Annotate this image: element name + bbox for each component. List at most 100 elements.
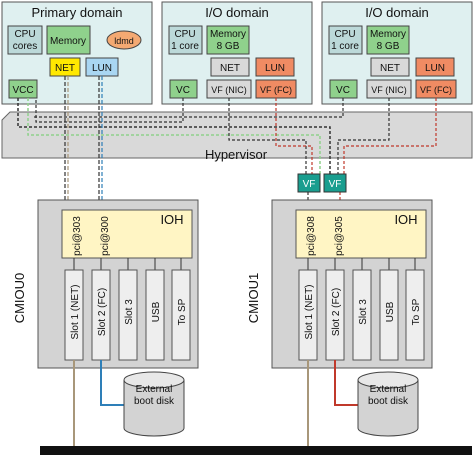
io1-net-label: NET [220,63,240,74]
io2-memory-label-1: Memory [370,29,406,40]
cmiou1-label: CMIOU1 [246,273,261,324]
primary-cpu-label-2: cores [13,41,37,52]
hypervisor: Hypervisor [1,111,473,162]
cmiou0-slot-usb-label: USB [151,301,162,322]
cmiou0-slot-3 [118,269,138,361]
io1-vffc-link [275,98,313,174]
links [17,76,437,210]
io2-vfnic-link [337,98,390,174]
primary-memory-label: Memory [50,36,86,47]
io2-vf-fc-label: VF (FC) [420,85,452,95]
disk0-body [123,380,185,437]
io2-cpu-label-2: 1 core [331,41,359,52]
io2-vf-nic-label: VF (NIC) [371,85,407,95]
cmiou0-ioh-box [61,209,193,259]
disk0-label-1: External [136,384,173,395]
io2-net-label: NET [380,63,400,74]
io-domain-1-title: I/O domain [205,5,269,20]
bottom-cables [73,360,358,446]
primary-vcc-label: VCC [12,85,33,96]
io2-vc-link [33,98,344,118]
cmiou1-slot-usb-label: USB [385,301,396,322]
primary-domain: Primary domain CPU cores Memory ldmd NET… [1,1,153,105]
ldmd-oval [106,30,142,50]
io2-memory-label-2: 8 GB [377,41,400,52]
vf-left-label: VF [303,179,316,190]
disk0-label-2: boot disk [134,396,175,407]
io1-net-box [210,57,250,77]
hypervisor-label: Hypervisor [205,147,268,162]
io1-memory-label-2: 8 GB [217,41,240,52]
vcc-link [17,98,331,174]
disk1-label-2: boot disk [368,396,409,407]
io1-vf-nic-label: VF (NIC) [211,85,247,95]
cmiou1-pci-a: pci@308 [306,216,317,256]
io1-cpu-label-1: CPU [174,29,195,40]
io-domain-1: I/O domain CPU 1 core Memory 8 GB NET LU… [161,1,313,105]
io1-memory-box [206,25,250,55]
primary-net-label: NET [55,63,75,74]
disk1-label-1: External [370,384,407,395]
vf-right-label: VF [329,179,342,190]
cmiou0-slot-sp [171,269,191,361]
cmiou0-slot-3-label: Slot 3 [124,299,135,325]
primary-memory-box [46,25,91,55]
vcc-link-2 [27,98,321,174]
external-boot-disk-0: External boot disk [123,371,185,437]
disk1-body [357,380,419,437]
cmiou1-ioh-label: IOH [394,212,417,227]
io1-vf-fc-label: VF (FC) [260,85,292,95]
io2-lun-box [415,57,455,77]
cmiou0-ioh-label: IOH [160,212,183,227]
network-bar [40,446,472,455]
io2-net-box [370,57,410,77]
cmiou1-slot-1-label: Slot 1 (NET) [304,284,315,339]
primary-cpu-box [7,25,43,55]
cmiou0: CMIOU0 IOH pci@303 pci@300 Slot 1 (NET) … [12,199,199,369]
vf-boxes: VF VF [297,173,347,193]
ldmd-label: ldmd [114,36,134,46]
io-domain-2-title: I/O domain [365,5,429,20]
io1-lun-box [255,57,295,77]
cmiou0-slot-sp-label: To SP [177,298,188,325]
cmiou0-slot-2-label: Slot 2 (FC) [97,288,108,336]
io1-lun-label: LUN [265,63,285,74]
cmiou0-pci-b: pci@300 [100,216,111,256]
vf-right-box [323,173,347,193]
disk1-top [357,371,419,389]
cmiou1-pci-b: pci@305 [334,216,345,256]
io1-memory-label-1: Memory [210,29,246,40]
io2-cpu-label-1: CPU [334,29,355,40]
external-boot-disk-1: External boot disk [357,371,419,437]
vf-left-box [297,173,321,193]
cmiou1-slot-sp [405,269,425,361]
cmiou1-slot-3 [352,269,372,361]
cmiou1-slot-3-label: Slot 3 [358,299,369,325]
io2-cpu-box [328,25,363,55]
cmiou0-pci-a: pci@303 [72,216,83,256]
primary-vcc-box [8,79,38,99]
io-domain-2: I/O domain CPU 1 core Memory 8 GB NET LU… [321,1,473,105]
cmiou0-label: CMIOU0 [12,273,27,324]
io2-lun-label: LUN [425,63,445,74]
disk0-top [123,371,185,389]
cmiou1-slot-sp-label: To SP [411,298,422,325]
cmiou1-slot-2-label: Slot 2 (FC) [331,288,342,336]
primary-lun-label: LUN [92,63,112,74]
cmiou1-fc-cable [334,360,358,406]
io1-cpu-label-2: 1 core [171,41,199,52]
io1-cpu-box [168,25,203,55]
io1-vc-label: VC [176,85,190,96]
cmiou0-slot-1-label: Slot 1 (NET) [70,284,81,339]
primary-domain-title: Primary domain [31,5,122,20]
cmiou1: CMIOU1 IOH pci@308 pci@305 Slot 1 (NET) … [246,199,433,369]
cmiou1-ioh-box [295,209,427,259]
io1-vfnic-link [228,98,307,174]
cmiou0-fc-cable [100,360,124,406]
io2-memory-box [366,25,410,55]
io2-vc-label: VC [336,85,350,96]
io1-vc-link [35,98,184,123]
cmiou1-slot-usb [379,269,399,361]
